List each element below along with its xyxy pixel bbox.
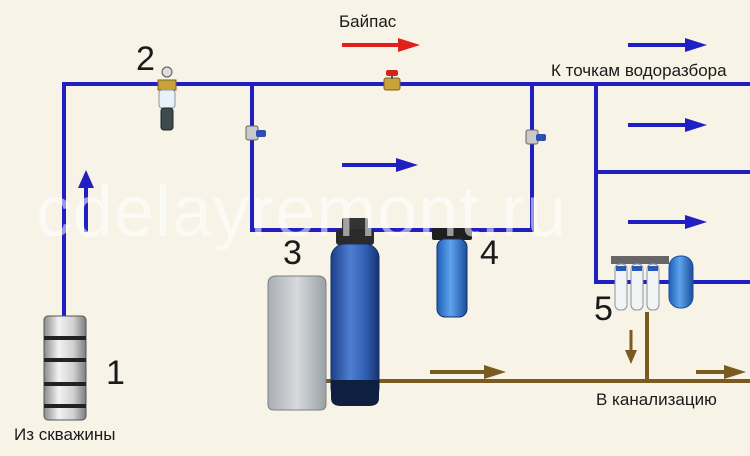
component-number-3: 3 — [283, 234, 302, 272]
well-filter — [43, 315, 87, 421]
from-well-label: Из скважины — [14, 425, 116, 444]
arrow-bypass — [342, 38, 420, 52]
pipe-bypass-loop — [250, 84, 534, 232]
arrow-bypass-loop — [342, 158, 418, 172]
pipe-main-riser — [62, 82, 750, 318]
mesh-filter — [157, 66, 177, 131]
valve-left — [245, 125, 266, 141]
arrow-out-low — [628, 215, 707, 229]
bypass-label: Байпас — [339, 12, 397, 31]
component-number-1: 1 — [106, 354, 125, 392]
cartridge-filter — [432, 228, 472, 318]
reverse-osmosis — [611, 255, 694, 311]
pipe-branch-riser — [594, 84, 750, 284]
water-pipes — [62, 82, 750, 318]
component-number-2: 2 — [136, 40, 155, 78]
component-number-4: 4 — [480, 234, 499, 272]
drain-pipe — [310, 312, 750, 383]
arrow-out-mid — [628, 118, 707, 132]
to-sewer-label: В канализацию — [596, 390, 717, 409]
component-number-5: 5 — [594, 290, 613, 328]
flow-arrows — [78, 38, 707, 232]
drain-arrows — [430, 330, 746, 379]
brine-tank — [267, 275, 327, 411]
arrow-drain-down — [625, 330, 637, 364]
valve-right — [525, 129, 546, 145]
arrow-drain-1 — [430, 365, 506, 379]
arrow-drain-2 — [696, 365, 746, 379]
valve-bypass — [383, 70, 401, 91]
to-points-label: К точкам водоразбора — [551, 61, 727, 80]
softener — [330, 218, 380, 406]
arrow-out-top — [628, 38, 707, 52]
arrow-up — [78, 170, 94, 232]
watermark: cdelayremont.ru — [36, 172, 568, 252]
